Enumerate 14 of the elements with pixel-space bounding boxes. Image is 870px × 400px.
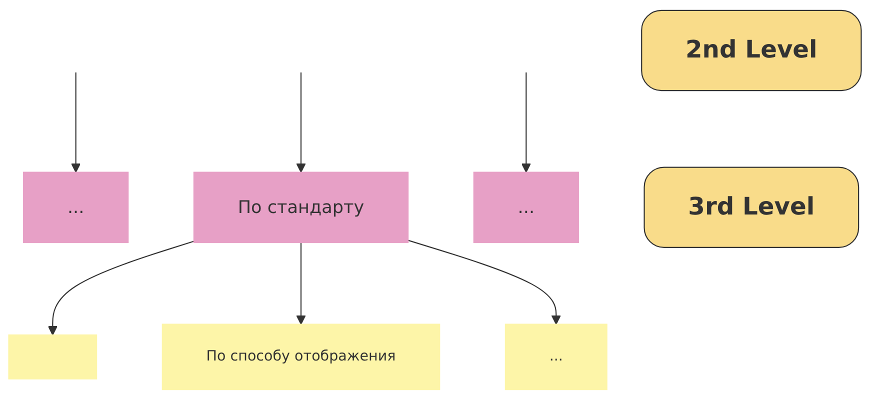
arrow	[296, 242, 306, 325]
node-box: ...	[504, 324, 608, 390]
node-box: 3rd Level	[644, 166, 860, 248]
arrow	[408, 240, 561, 325]
node-box: ...	[23, 172, 129, 244]
arrow	[48, 240, 194, 336]
arrow	[71, 72, 81, 173]
node-box: По способу отображения	[162, 324, 440, 390]
node-box: ...	[473, 172, 579, 244]
arrow	[521, 72, 531, 173]
node-box: 2nd Level	[641, 10, 862, 92]
arrow	[296, 72, 306, 173]
node-box	[8, 334, 98, 380]
node-box: По стандарту	[193, 172, 409, 244]
